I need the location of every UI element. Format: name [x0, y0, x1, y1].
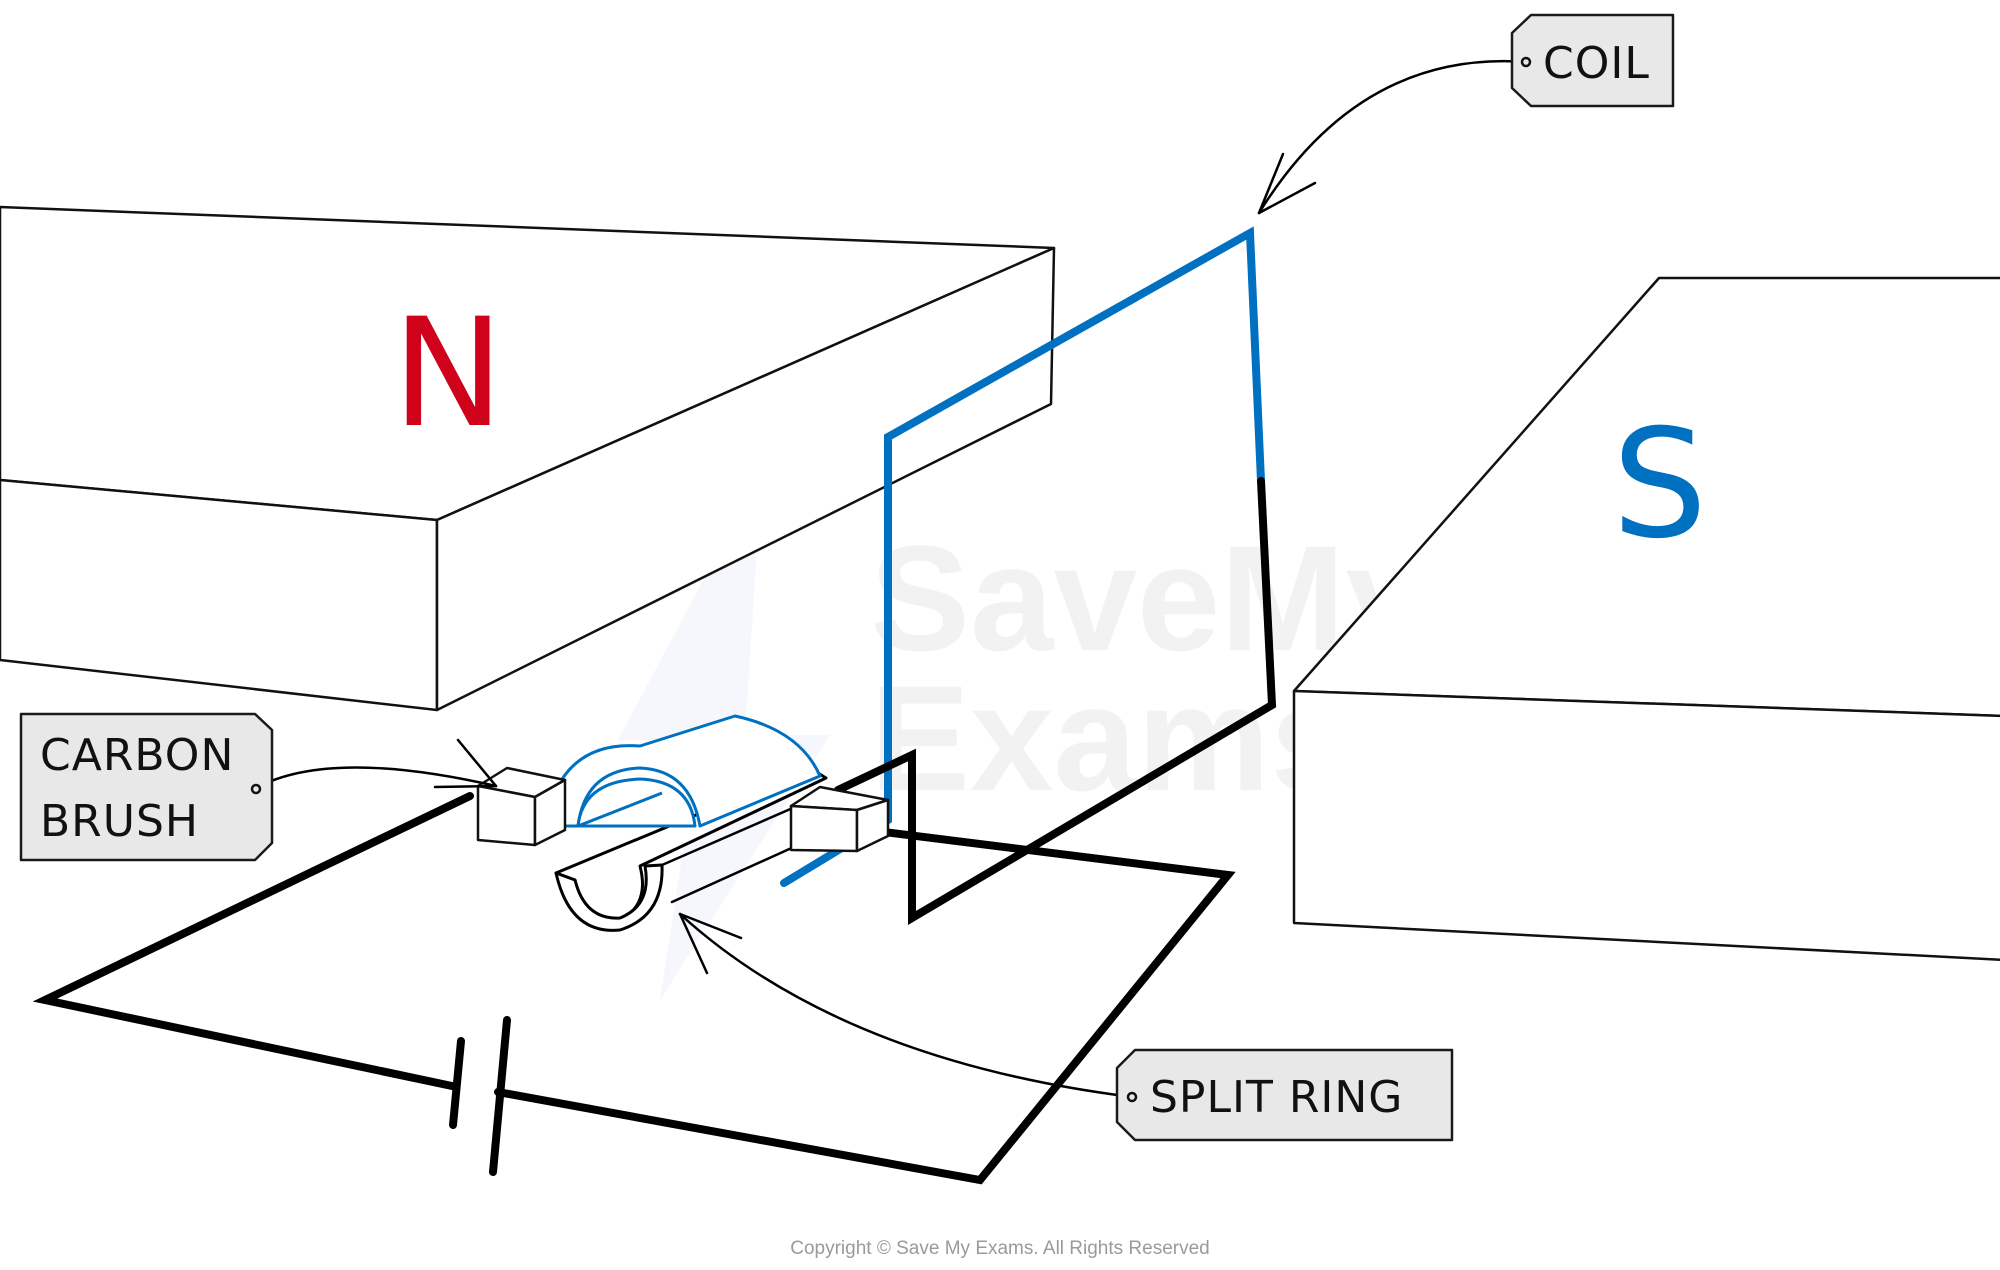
- split-ring-upper: [543, 714, 822, 828]
- north-pole-label: N: [392, 287, 504, 461]
- circuit-wire-left: [32, 792, 474, 1090]
- carbon-brush-right: [789, 785, 890, 853]
- split-ring-label: SPLIT RING: [1150, 1072, 1403, 1123]
- circuit-wire-bottom: [494, 827, 1236, 1185]
- split-ring-label-tag: SPLIT RING: [678, 912, 1454, 1142]
- battery-icon: [449, 1016, 511, 1176]
- split-ring-pointer-arrow: [678, 912, 1134, 1099]
- north-magnet: N: [0, 205, 1056, 712]
- coil-black-segment: [834, 477, 1277, 926]
- copyright-notice: Copyright © Save My Exams. All Rights Re…: [790, 1238, 1210, 1259]
- brush-left-front: [476, 784, 537, 847]
- coil-label: COIL: [1543, 38, 1650, 89]
- north-magnet-side-face: [435, 246, 1056, 712]
- south-magnet-front-face: [1292, 689, 2000, 961]
- brush-left-side: [533, 778, 567, 847]
- south-magnet-top-face: [1292, 276, 2000, 718]
- circuit: [32, 792, 1236, 1185]
- coil-label-tag: COIL: [1257, 13, 1675, 215]
- carbon-brush-label-line1: CARBON: [40, 730, 234, 781]
- carbon-brush-label-line2: BRUSH: [40, 796, 199, 847]
- split-ring-upper-half: [543, 714, 822, 828]
- carbon-brush-pointer-arrow: [254, 766, 498, 790]
- carbon-brush-label-tag: CARBON BRUSH: [19, 712, 498, 862]
- coil-pointer-arrow: [1257, 59, 1528, 215]
- north-magnet-front-face: [0, 478, 439, 712]
- south-pole-label: S: [1612, 398, 1707, 572]
- south-magnet: S: [1292, 276, 2000, 961]
- carbon-brush-left: [476, 766, 567, 847]
- brush-right-front: [789, 804, 859, 853]
- brush-right-side: [855, 798, 890, 853]
